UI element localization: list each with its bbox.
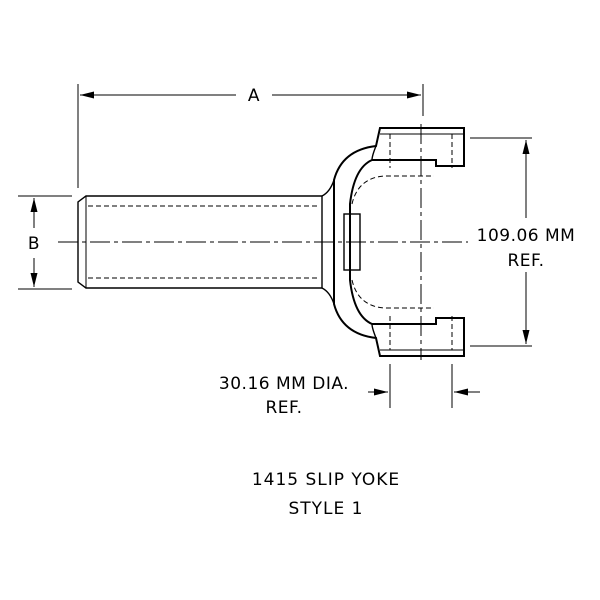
dimension-b: B bbox=[18, 195, 72, 290]
dimension-cap-ref: REF. bbox=[265, 398, 302, 418]
dimension-span: 109.06 MM REF. bbox=[470, 137, 576, 347]
dimension-span-ref: REF. bbox=[507, 251, 544, 271]
yoke-body bbox=[321, 127, 465, 357]
dimension-a: A bbox=[77, 84, 424, 188]
dimension-span-value: 109.06 MM bbox=[477, 226, 576, 246]
dimension-b-label: B bbox=[28, 234, 40, 254]
dimension-cap: 30.16 MM DIA. REF. bbox=[219, 364, 480, 418]
dimension-cap-value: 30.16 MM DIA. bbox=[219, 374, 349, 394]
caption-style: STYLE 1 bbox=[289, 499, 364, 519]
drawing-caption: 1415 SLIP YOKE STYLE 1 bbox=[252, 470, 400, 519]
dimension-a-label: A bbox=[248, 86, 260, 106]
caption-title: 1415 SLIP YOKE bbox=[252, 470, 400, 490]
